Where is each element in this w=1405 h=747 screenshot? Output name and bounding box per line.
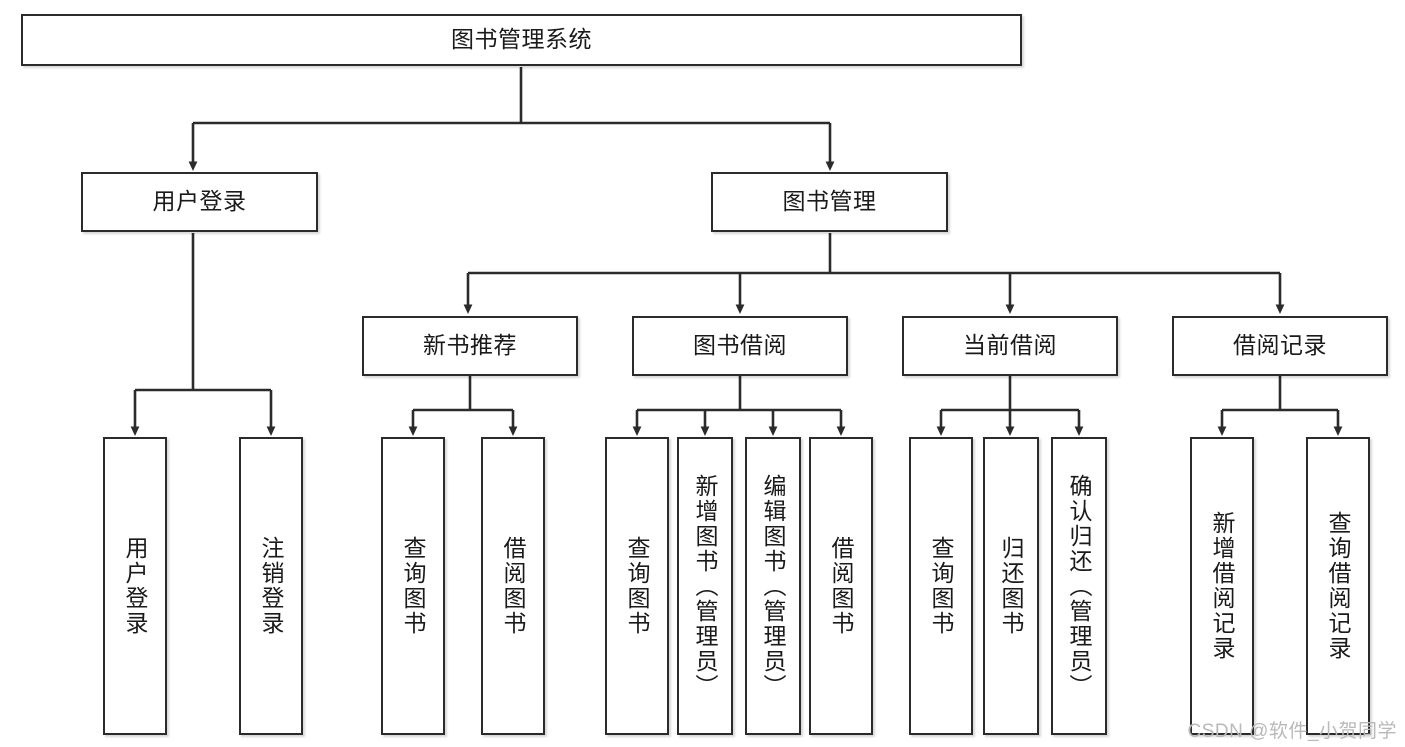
watermark: CSDN @软件_小贺同学 <box>1187 721 1397 742</box>
node-leaf-query-book-2[interactable]: 查询图书 <box>605 437 669 735</box>
node-user-login-label: 用户登录 <box>152 188 247 215</box>
node-new-book-recommend[interactable]: 新书推荐 <box>362 316 578 376</box>
node-leaf-borrow-book-2-label: 借阅图书 <box>828 536 855 636</box>
node-root[interactable]: 图书管理系统 <box>21 14 1022 66</box>
node-leaf-query-book-1[interactable]: 查询图书 <box>381 437 445 735</box>
node-leaf-user-login[interactable]: 用户登录 <box>103 437 167 735</box>
node-leaf-add-book[interactable]: 新增图书（管理员） <box>677 437 733 735</box>
node-book-manage-label: 图书管理 <box>782 188 877 215</box>
node-leaf-add-book-label: 新增图书（管理员） <box>692 473 719 699</box>
node-leaf-query-book-3[interactable]: 查询图书 <box>909 437 973 735</box>
node-borrow-record[interactable]: 借阅记录 <box>1172 316 1388 376</box>
node-book-manage[interactable]: 图书管理 <box>711 172 948 232</box>
node-leaf-edit-book-label: 编辑图书（管理员） <box>760 473 787 699</box>
node-leaf-query-book-3-label: 查询图书 <box>928 536 955 636</box>
node-leaf-return-book-label: 归还图书 <box>998 536 1025 636</box>
node-root-label: 图书管理系统 <box>451 26 592 53</box>
node-leaf-edit-book[interactable]: 编辑图书（管理员） <box>745 437 801 735</box>
node-leaf-confirm-return-label: 确认归还（管理员） <box>1066 473 1093 699</box>
node-leaf-query-book-2-label: 查询图书 <box>624 536 651 636</box>
node-leaf-add-record[interactable]: 新增借阅记录 <box>1190 437 1254 735</box>
node-leaf-add-record-label: 新增借阅记录 <box>1209 511 1236 661</box>
node-leaf-borrow-book-1-label: 借阅图书 <box>500 536 527 636</box>
node-borrow-record-label: 借阅记录 <box>1233 332 1327 359</box>
node-leaf-query-record[interactable]: 查询借阅记录 <box>1306 437 1370 735</box>
node-user-login[interactable]: 用户登录 <box>81 172 318 232</box>
node-leaf-user-logout[interactable]: 注销登录 <box>239 437 303 735</box>
node-new-book-recommend-label: 新书推荐 <box>423 332 517 359</box>
node-book-borrow[interactable]: 图书借阅 <box>632 316 848 376</box>
node-current-borrow[interactable]: 当前借阅 <box>902 316 1118 376</box>
node-current-borrow-label: 当前借阅 <box>963 332 1057 359</box>
node-leaf-return-book[interactable]: 归还图书 <box>983 437 1039 735</box>
node-leaf-query-record-label: 查询借阅记录 <box>1325 511 1352 661</box>
node-leaf-query-book-1-label: 查询图书 <box>400 536 427 636</box>
node-leaf-borrow-book-2[interactable]: 借阅图书 <box>809 437 873 735</box>
node-leaf-confirm-return[interactable]: 确认归还（管理员） <box>1051 437 1107 735</box>
node-book-borrow-label: 图书借阅 <box>693 332 787 359</box>
node-leaf-borrow-book-1[interactable]: 借阅图书 <box>481 437 545 735</box>
node-leaf-user-logout-label: 注销登录 <box>258 536 285 636</box>
node-leaf-user-login-label: 用户登录 <box>122 536 149 636</box>
